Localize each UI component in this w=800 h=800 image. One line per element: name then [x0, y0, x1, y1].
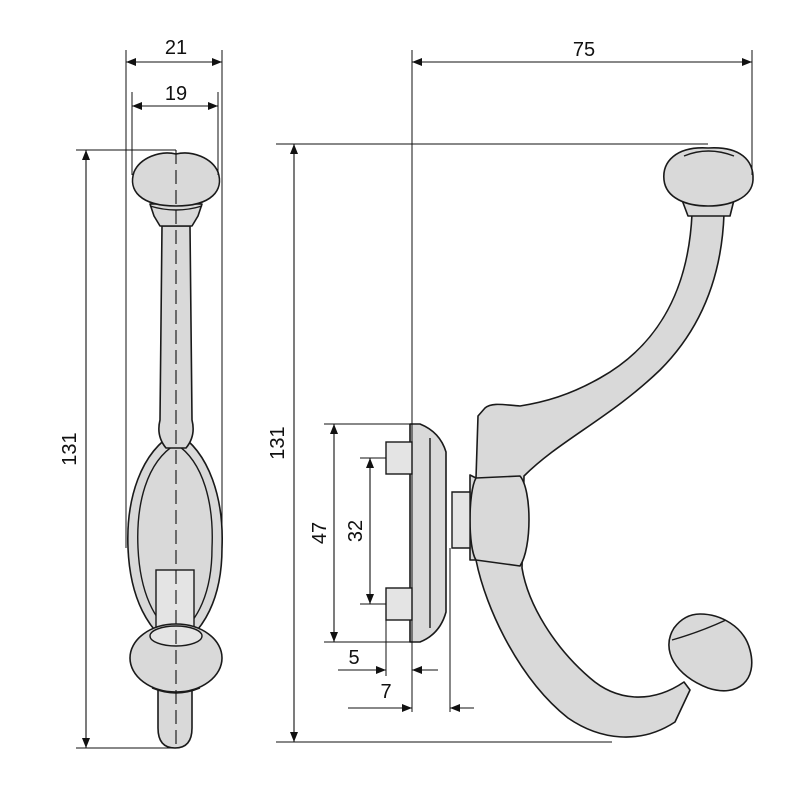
dim-label-base-height: 47 — [309, 522, 331, 544]
dim-label-front-width-outer: 21 — [165, 37, 187, 59]
side-screw-post-bottom — [385, 587, 413, 621]
dim-label-front-width-inner: 19 — [165, 83, 187, 105]
side-hook-body — [469, 213, 725, 738]
side-top-knob — [663, 147, 754, 207]
dim-label-side-height: 131 — [267, 426, 289, 459]
side-view: 75 131 47 32 5 7 — [267, 39, 754, 743]
side-collar — [469, 475, 530, 567]
side-bottom-knob-cap — [671, 619, 727, 641]
side-mounting-base — [409, 423, 447, 643]
dim-label-offset-small: 5 — [348, 647, 359, 669]
dim-label-hole-spacing: 32 — [345, 520, 367, 542]
side-collar-neck — [451, 491, 471, 549]
front-bottom-stem — [157, 687, 193, 749]
front-screw-slot — [155, 569, 195, 631]
side-screw-post-top — [385, 441, 413, 475]
front-view: 21 19 131 — [59, 37, 223, 749]
dim-label-offset-large: 7 — [380, 681, 391, 703]
dim-label-side-depth: 75 — [573, 39, 595, 61]
side-top-knob-cap — [683, 150, 735, 157]
side-bottom-knob — [668, 613, 753, 692]
dim-label-front-height: 131 — [59, 432, 81, 465]
